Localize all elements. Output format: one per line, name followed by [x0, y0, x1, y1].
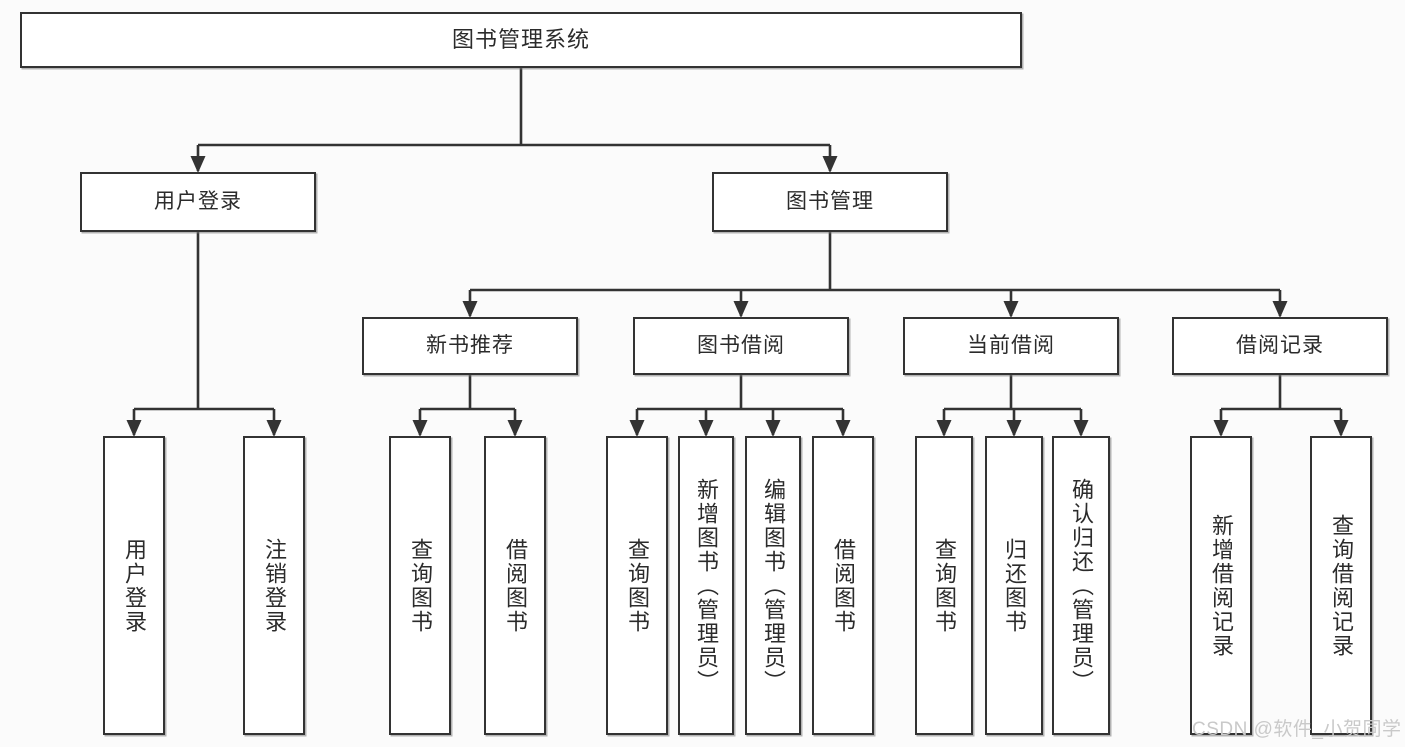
node-leaf-logout[interactable]: 注销登录: [243, 436, 305, 735]
node-leaf-borrow-book-1[interactable]: 借阅图书: [484, 436, 546, 735]
node-label: 新增图书（管理员）: [693, 477, 719, 694]
node-label: 查询借阅记录: [1328, 513, 1354, 658]
node-label: 图书管理: [786, 190, 874, 214]
node-label: 图书管理系统: [451, 26, 590, 52]
node-label: 查询图书: [931, 537, 957, 634]
node-leaf-edit-book[interactable]: 编辑图书（管理员）: [745, 436, 801, 735]
node-user-login[interactable]: 用户登录: [80, 172, 316, 232]
node-leaf-query-record[interactable]: 查询借阅记录: [1310, 436, 1372, 735]
node-label: 用户登录: [154, 190, 242, 214]
node-leaf-query-book-2[interactable]: 查询图书: [606, 436, 668, 735]
node-leaf-add-book[interactable]: 新增图书（管理员）: [678, 436, 734, 735]
node-leaf-add-record[interactable]: 新增借阅记录: [1190, 436, 1252, 735]
node-label: 归还图书: [1001, 537, 1027, 634]
node-leaf-user-login[interactable]: 用户登录: [103, 436, 165, 735]
node-label: 查询图书: [407, 537, 433, 634]
node-label: 用户登录: [121, 537, 147, 634]
node-label: 当前借阅: [967, 334, 1055, 358]
node-label: 确认归还（管理员）: [1068, 477, 1094, 694]
node-label: 新书推荐: [426, 334, 514, 358]
node-label: 编辑图书（管理员）: [760, 477, 786, 694]
node-label: 借阅记录: [1236, 334, 1324, 358]
node-new-book-rec[interactable]: 新书推荐: [362, 317, 578, 375]
node-label: 图书借阅: [697, 334, 785, 358]
node-borrow-record[interactable]: 借阅记录: [1172, 317, 1388, 375]
node-label: 借阅图书: [830, 537, 856, 634]
node-leaf-query-book-3[interactable]: 查询图书: [915, 436, 973, 735]
node-leaf-confirm-return[interactable]: 确认归还（管理员）: [1052, 436, 1110, 735]
node-leaf-return-book[interactable]: 归还图书: [985, 436, 1043, 735]
node-book-manage[interactable]: 图书管理: [712, 172, 948, 232]
node-label: 注销登录: [261, 537, 287, 634]
node-leaf-query-book-1[interactable]: 查询图书: [389, 436, 451, 735]
node-label: 查询图书: [624, 537, 650, 634]
node-current-borrow[interactable]: 当前借阅: [903, 317, 1119, 375]
node-label: 新增借阅记录: [1208, 513, 1234, 658]
node-book-borrow[interactable]: 图书借阅: [633, 317, 849, 375]
node-label: 借阅图书: [502, 537, 528, 634]
csdn-watermark: CSDN @软件_小贺同学: [1192, 719, 1402, 740]
node-root[interactable]: 图书管理系统: [20, 12, 1022, 68]
node-leaf-borrow-book-2[interactable]: 借阅图书: [812, 436, 874, 735]
